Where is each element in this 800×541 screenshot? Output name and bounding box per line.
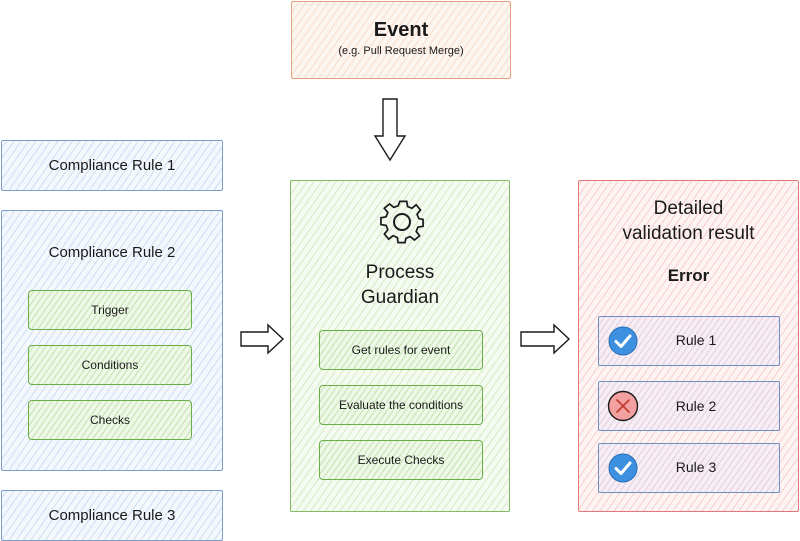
rule2-item-conditions: Conditions bbox=[28, 345, 192, 385]
compliance-rule-3: Compliance Rule 3 bbox=[1, 490, 223, 541]
gear-icon bbox=[380, 200, 424, 244]
compliance-rule-3-label: Compliance Rule 3 bbox=[48, 507, 176, 524]
compliance-rule-1-label: Compliance Rule 1 bbox=[48, 157, 176, 174]
right-arrow-icon bbox=[240, 323, 285, 355]
guardian-title-line2: Guardian bbox=[360, 287, 440, 308]
event-subtitle: (e.g. Pull Request Merge) bbox=[338, 45, 464, 57]
guardian-step-execute: Execute Checks bbox=[319, 440, 483, 480]
guardian-step-get-rules: Get rules for event bbox=[319, 330, 483, 370]
rule2-item-trigger-label: Trigger bbox=[91, 303, 129, 317]
check-icon bbox=[608, 326, 638, 356]
rule2-item-conditions-label: Conditions bbox=[81, 358, 139, 372]
rule2-item-checks: Checks bbox=[28, 400, 192, 440]
rule2-item-checks-label: Checks bbox=[89, 413, 130, 427]
result-rule-3-label: Rule 3 bbox=[675, 459, 717, 475]
down-arrow-icon bbox=[373, 98, 407, 162]
compliance-rule-1: Compliance Rule 1 bbox=[1, 140, 223, 191]
result-title-line2: validation result bbox=[622, 223, 755, 244]
rule2-item-trigger: Trigger bbox=[28, 290, 192, 330]
result-rule-1-label: Rule 1 bbox=[675, 332, 717, 348]
compliance-rule-2-title: Compliance Rule 2 bbox=[48, 244, 176, 261]
guardian-step-execute-label: Execute Checks bbox=[357, 453, 445, 467]
cross-icon bbox=[607, 390, 639, 422]
event-title: Event bbox=[373, 19, 429, 41]
guardian-step-evaluate: Evaluate the conditions bbox=[319, 385, 483, 425]
guardian-step-get-rules-label: Get rules for event bbox=[351, 343, 451, 357]
guardian-title-line1: Process bbox=[365, 262, 435, 283]
check-icon bbox=[608, 453, 638, 483]
guardian-step-evaluate-label: Evaluate the conditions bbox=[338, 398, 464, 412]
result-title-line1: Detailed bbox=[653, 198, 724, 219]
event-box bbox=[291, 1, 511, 79]
result-rule-2-label: Rule 2 bbox=[675, 398, 717, 414]
right-arrow-icon bbox=[520, 323, 571, 355]
result-status: Error bbox=[667, 266, 710, 285]
